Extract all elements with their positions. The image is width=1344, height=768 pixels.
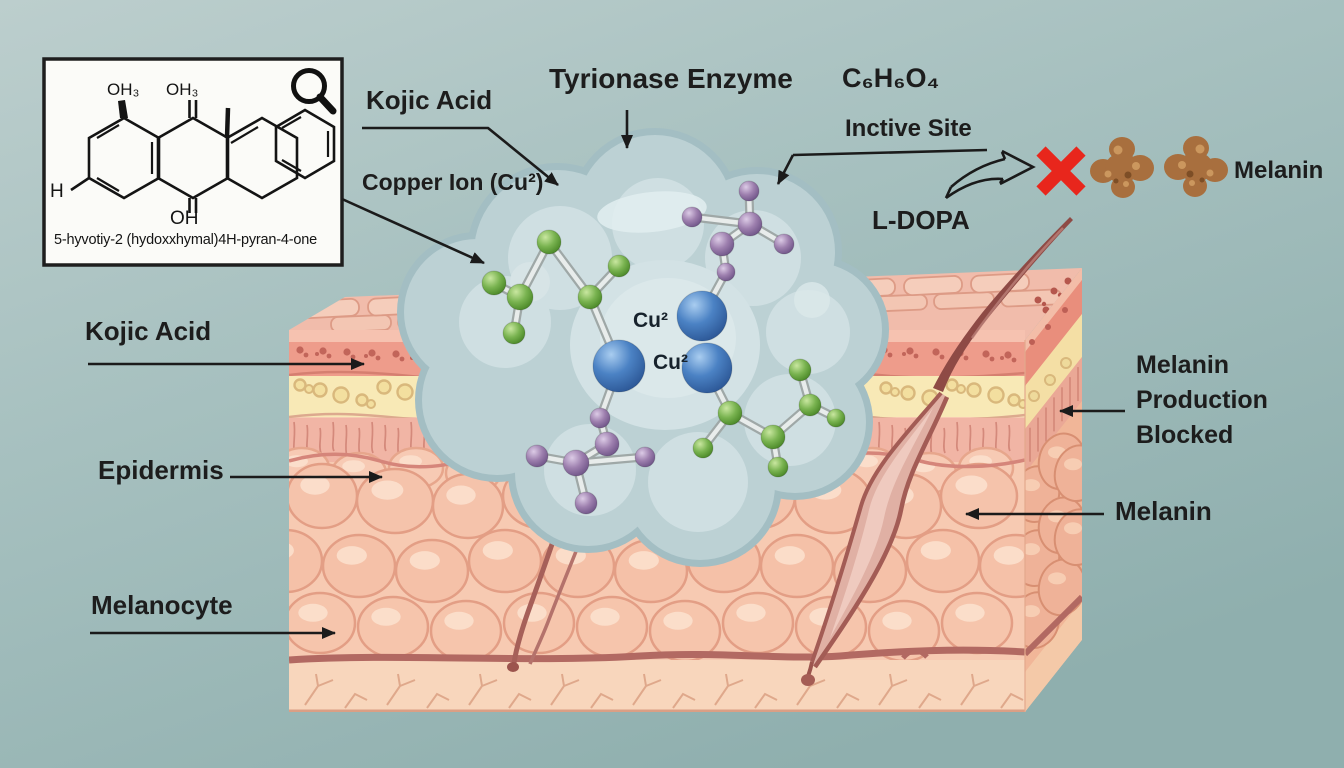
cu-ion-label-bottom: Cu²: [653, 351, 688, 374]
x-mark-icon: [1036, 146, 1086, 196]
magnifier-icon: [291, 68, 337, 115]
kojic-acid-left-label: Kojic Acid: [85, 316, 212, 346]
production-blocked-label: Melanin Production Blocked: [1136, 351, 1268, 449]
kojic-acid-structure: [70, 100, 336, 213]
enzyme-title-label: Tyrionase Enzyme: [549, 63, 793, 94]
follicle-bulb: [801, 674, 815, 686]
l-dopa-label: L-DOPA: [872, 205, 970, 235]
dermis-texture: [304, 673, 1024, 709]
substituent-oh3-right: OH₃: [166, 80, 199, 99]
chemical-structure-inset: [42, 57, 344, 267]
melanocyte-label: Melanocyte: [91, 590, 233, 620]
active-site-label: Inctive Site: [845, 115, 972, 142]
copper-ion-arrow: [341, 197, 485, 265]
structure-caption: 5-hyvotiy-2 (hydoxxhymal)4H-pyran-4-one: [54, 232, 317, 248]
hair-follicle: [507, 217, 1073, 686]
epidermis-label: Epidermis: [98, 455, 224, 485]
active-site-underline: [792, 148, 988, 157]
substituent-oh: OH: [170, 208, 199, 229]
melanin-blob-icon: [1090, 136, 1228, 198]
formula-label: C₆H₆O₄: [842, 63, 940, 93]
substituent-h: H: [50, 181, 64, 202]
active-site-molecules: [481, 180, 846, 515]
kojic-acid-top-label: Kojic Acid: [366, 85, 493, 115]
dermis-layer: [289, 660, 1025, 712]
kojic-acid-top-arrow: [362, 126, 559, 187]
substituent-oh3-left: OH₃: [107, 80, 140, 99]
active-site-arrow: [776, 154, 795, 185]
melanin-right-label: Melanin: [1115, 496, 1212, 526]
skin-side-face: [1025, 268, 1082, 712]
cu-ion-label-top: Cu²: [633, 309, 668, 332]
annotation-arrows: [88, 110, 1125, 639]
copper-ion-label: Copper Ion (Cu²): [362, 169, 544, 195]
melanin-product-label: Melanin: [1234, 157, 1324, 184]
hair-shaft: [933, 217, 1073, 392]
reaction-blocked-arrow: [944, 149, 1036, 200]
